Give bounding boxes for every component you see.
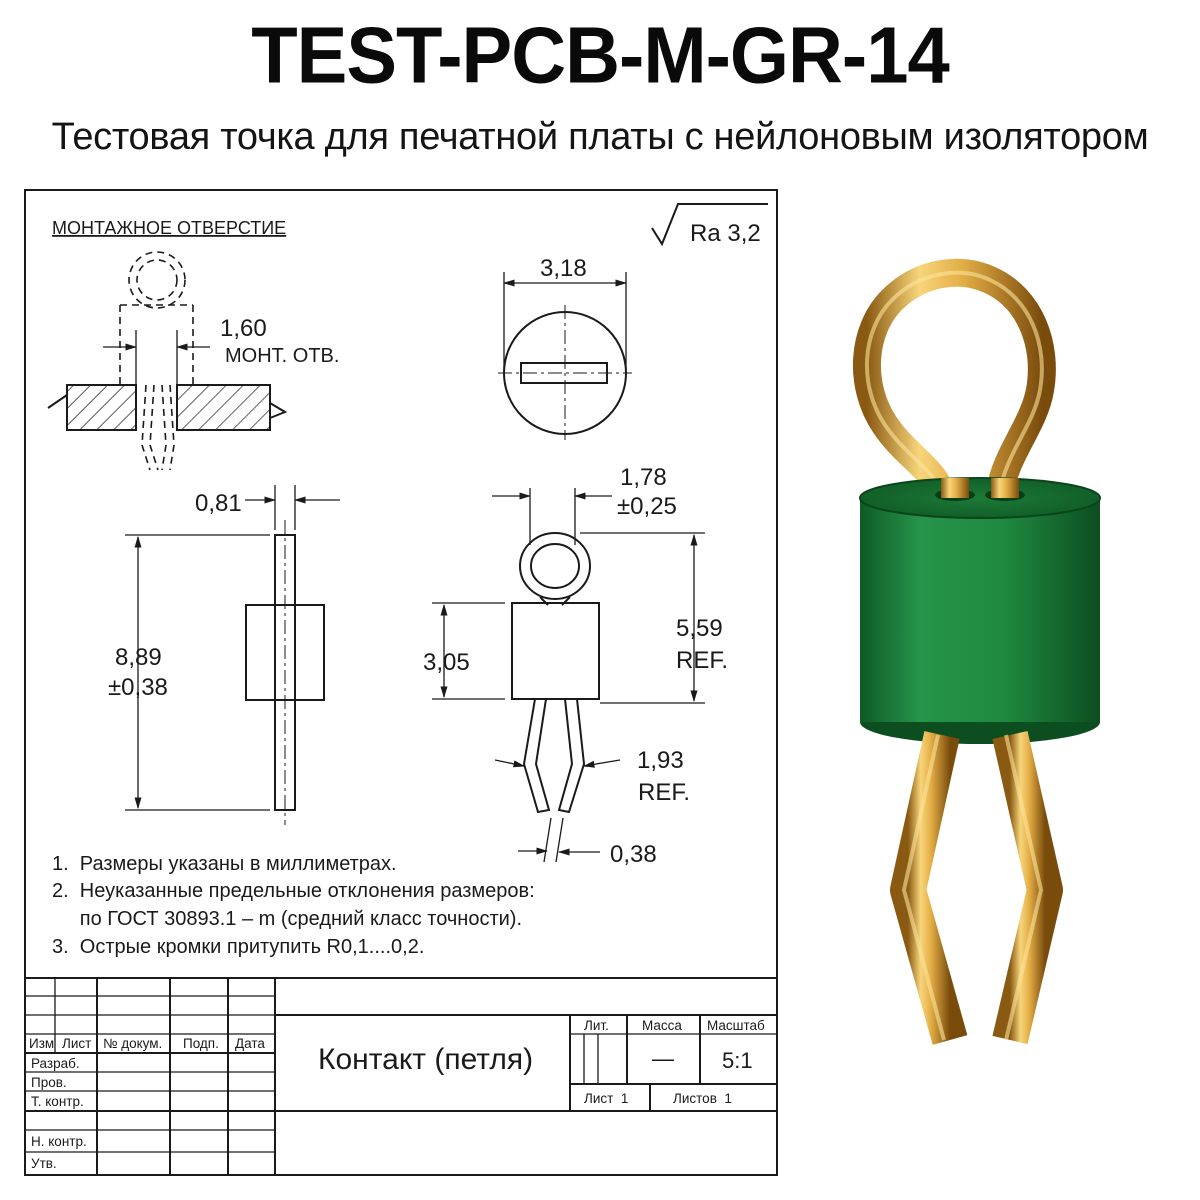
tb-lit-label: Лит. xyxy=(584,1018,609,1033)
tb-scale-value: 5:1 xyxy=(722,1048,753,1073)
tb-row-prov: Пров. xyxy=(31,1075,67,1090)
dim-wire: 0,81 xyxy=(195,490,242,517)
dim-hole-note: МОНТ. ОТВ. xyxy=(225,345,339,367)
tb-sheet: Лист 1 xyxy=(584,1091,628,1106)
tb-col-izm: Изм xyxy=(29,1036,54,1051)
dim-length-2: ±0,38 xyxy=(108,674,168,701)
top-view xyxy=(498,272,632,440)
page-subtitle: Тестовая точка для печатной платы с нейл… xyxy=(51,116,1149,158)
tb-row-utv: Утв. xyxy=(31,1156,57,1171)
dim-legs-1: 1,93 xyxy=(637,747,684,774)
gold-loop xyxy=(852,258,1056,506)
green-insulator xyxy=(859,477,1101,744)
note-3: по ГОСТ 30893.1 – m (средний класс точно… xyxy=(52,908,522,930)
mount-hole-view xyxy=(47,251,288,471)
dim-loop-1: 1,78 xyxy=(620,464,667,491)
note-1: 1. Размеры указаны в миллиметрах. xyxy=(52,853,397,875)
dim-legs-2: REF. xyxy=(638,779,690,806)
tb-col-sign: Подп. xyxy=(183,1036,219,1051)
tb-sheets: Листов 1 xyxy=(673,1091,732,1106)
gold-legs xyxy=(890,731,1063,1045)
mount-hole-label: МОНТАЖНОЕ ОТВЕРСТИЕ xyxy=(52,218,286,238)
dim-loop-2: ±0,25 xyxy=(617,493,677,520)
drawing-frame xyxy=(24,189,778,1176)
tb-scale-label: Масштаб xyxy=(707,1018,765,1033)
dim-total-1: 5,59 xyxy=(676,615,723,642)
dim-hole: 1,60 xyxy=(220,315,267,342)
note-2: 2. Неуказанные предельные отклонения раз… xyxy=(52,880,535,902)
tb-mass-label: Масса xyxy=(642,1018,682,1033)
dim-length-1: 8,89 xyxy=(115,644,162,671)
tb-row-razrab: Разраб. xyxy=(31,1056,80,1071)
roughness-symbol xyxy=(651,203,768,247)
title-block xyxy=(25,977,777,1175)
tb-col-date: Дата xyxy=(235,1036,265,1051)
product-photo xyxy=(852,258,1101,1045)
tb-mass-value: — xyxy=(652,1046,674,1071)
dim-gap: 0,38 xyxy=(610,841,657,868)
tb-col-doc: № докум. xyxy=(103,1036,162,1051)
side-view-pin xyxy=(125,485,340,825)
tb-row-nkontr: Н. контр. xyxy=(31,1134,87,1149)
page-title: TEST-PCB-M-GR-14 xyxy=(251,10,950,101)
roughness-value: Ra 3,2 xyxy=(690,220,761,247)
dim-total-2: REF. xyxy=(676,647,728,674)
tb-row-tkontr: Т. контр. xyxy=(31,1094,84,1109)
tb-part-name: Контакт (петля) xyxy=(318,1043,533,1076)
front-view-loop xyxy=(432,488,705,863)
tb-col-list: Лист xyxy=(62,1036,91,1051)
dim-body: 3,05 xyxy=(423,649,470,676)
note-4: 3. Острые кромки притупить R0,1....0,2. xyxy=(52,936,424,958)
dim-diameter: 3,18 xyxy=(540,255,587,282)
